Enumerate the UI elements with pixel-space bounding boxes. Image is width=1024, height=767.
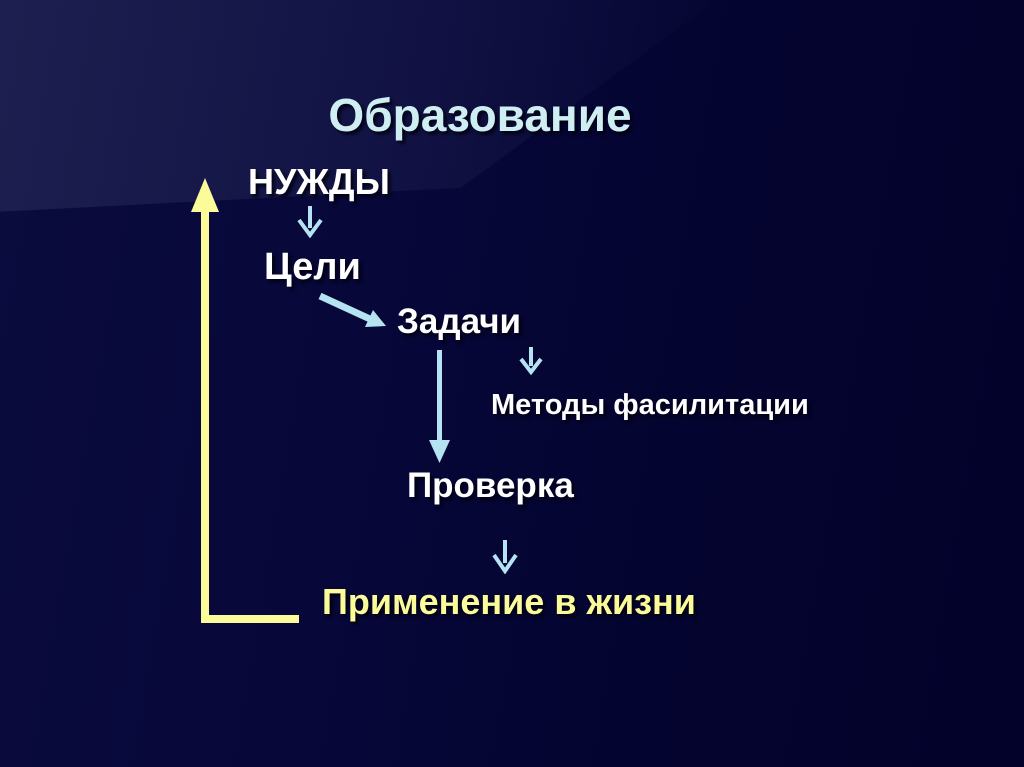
slide-title: Образование [328,89,632,141]
node-verification: Проверка [407,466,574,505]
node-needs: НУЖДЫ [248,161,390,202]
feedback-up-arrow-icon [191,178,299,623]
down-arrow-icon [492,540,518,574]
node-goals: Цели [264,246,361,288]
node-application-in-life: Применение в жизни [322,581,696,622]
vertical-arrow-icon [429,350,450,463]
diagonal-arrow-icon [318,292,386,327]
node-facilitation-methods: Методы фасилитации [491,389,809,421]
node-tasks: Задачи [397,302,522,341]
down-arrow-icon [519,347,543,375]
down-arrow-icon [297,206,323,238]
